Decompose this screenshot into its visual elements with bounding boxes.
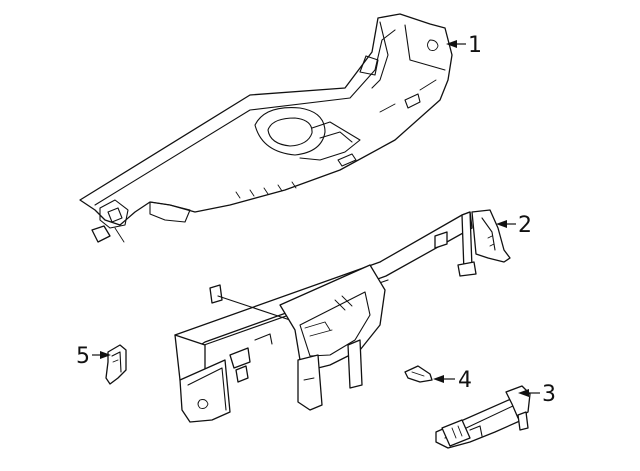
callout-1: 1 [468,33,482,58]
cross-car-beam[interactable] [174,211,477,423]
callout-2: 2 [518,213,532,238]
lower-bracket[interactable] [435,385,531,449]
callout-5: 5 [76,344,90,369]
small-bracket[interactable] [105,344,127,385]
instrument-panel-upper[interactable] [79,13,453,243]
end-bracket[interactable] [471,209,511,263]
callout-3: 3 [542,382,556,407]
clip[interactable] [404,365,433,383]
callout-4: 4 [458,368,472,393]
callout-labels: 1 2 3 4 5 [76,33,556,407]
callout-leaders [92,40,540,397]
